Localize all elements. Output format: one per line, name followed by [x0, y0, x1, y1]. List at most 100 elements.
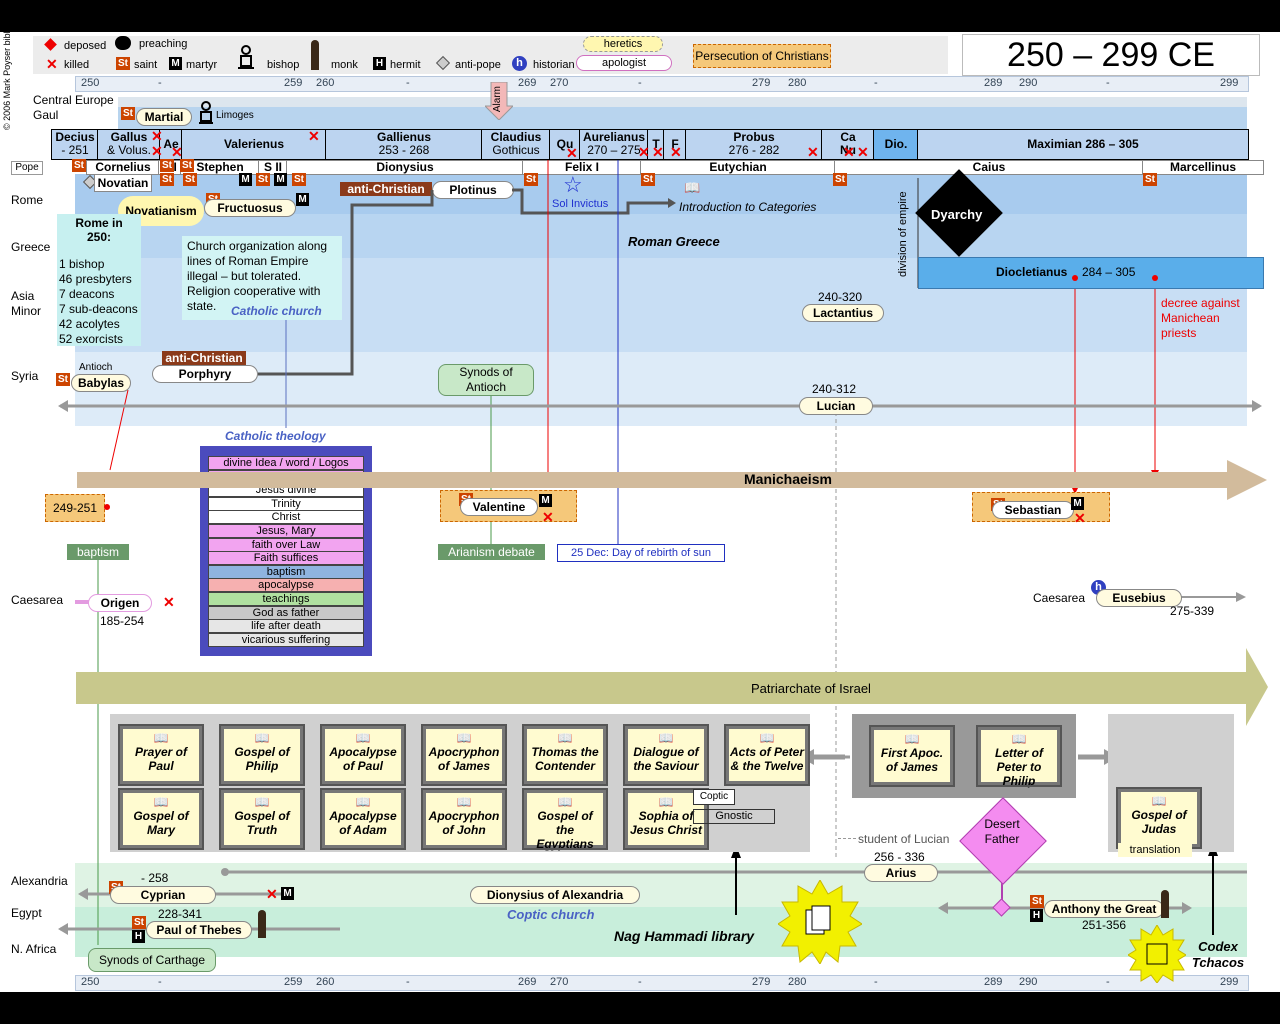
lucian[interactable]: Lucian	[799, 397, 873, 415]
martial-saint-icon: St	[121, 107, 135, 120]
book-row2-4[interactable]: 📖Apocryphon of John	[421, 788, 507, 850]
saint-icon: St	[160, 159, 174, 172]
student-of-lucian: student of Lucian	[858, 832, 950, 846]
dec25-label: 25 Dec: Day of rebirth of sun	[557, 544, 725, 562]
preaching-icon	[115, 36, 131, 50]
theology-item: faith over Law	[208, 537, 364, 552]
book-row1-5[interactable]: 📖Thomas the Contender	[522, 724, 608, 786]
band-alexandria	[75, 863, 1247, 907]
emperor-13[interactable]: Dio.	[873, 129, 919, 160]
pope-3[interactable]: Stephen	[180, 160, 260, 175]
diocletianus[interactable]: Diocletianus	[996, 265, 1068, 279]
book-row2-1[interactable]: 📖Gospel of Mary	[118, 788, 204, 850]
book-icon: 📖	[557, 731, 573, 745]
anthony-the-great[interactable]: Anthony the Great	[1044, 900, 1164, 918]
book-title: Prayer of Paul	[134, 745, 188, 773]
book-row1-7[interactable]: 📖Acts of Peter & the Twelve	[724, 724, 810, 786]
synods-antioch[interactable]: Synods of Antioch	[438, 364, 534, 396]
cyprian[interactable]: Cyprian	[110, 886, 216, 904]
ruler-tick: 250	[81, 77, 100, 89]
band-syria	[75, 352, 1247, 426]
lactantius[interactable]: Lactantius	[802, 304, 884, 322]
killed-icon: ✕	[46, 56, 58, 72]
book-row2-3[interactable]: 📖Apocalypse of Adam	[320, 788, 406, 850]
codex-seal-icon	[1127, 924, 1187, 984]
persecution-249-251[interactable]: 249-251	[45, 494, 105, 522]
babylas[interactable]: Babylas	[71, 374, 131, 392]
manichaeism-arrow	[77, 460, 1267, 500]
pope-6[interactable]: Felix I	[522, 160, 642, 175]
fructuosus[interactable]: Fructuosus	[204, 199, 296, 217]
legend-persecution: Persecution of Christians	[693, 44, 831, 68]
anti-christian-plotinus: anti-Christian	[340, 182, 432, 196]
emperor-14[interactable]: Maximian 286 – 305	[917, 129, 1249, 160]
emperor-1[interactable]: Decius- 251	[51, 129, 99, 160]
martial[interactable]: Martial	[136, 108, 192, 126]
pope-8[interactable]: Caius	[834, 160, 1144, 175]
killed-icon: ✕	[151, 128, 163, 144]
book-row1-6[interactable]: 📖Dialogue of the Saviour	[623, 724, 709, 786]
legend-historian: historian	[533, 59, 575, 71]
church-org-box	[182, 236, 342, 320]
emperor-7[interactable]: Qu	[549, 129, 581, 160]
pope-5[interactable]: Dionysius	[286, 160, 524, 175]
ruler-tick: -	[874, 976, 878, 988]
band-gaul2	[118, 107, 1247, 129]
region-greece: Greece	[11, 240, 51, 254]
novatian[interactable]: Novatian	[94, 174, 152, 192]
emperor-4[interactable]: Valerienus	[181, 129, 327, 160]
book-row1-3[interactable]: 📖Apocalypse of Paul	[320, 724, 406, 786]
martyr-icon: M	[539, 494, 552, 507]
decree: decree against Manichean priests	[1161, 296, 1240, 340]
valentine[interactable]: Valentine	[460, 498, 538, 516]
killed-icon: ✕	[652, 144, 664, 160]
paul-of-thebes[interactable]: Paul of Thebes	[146, 921, 252, 939]
emperor-sub: Gothicus	[492, 143, 540, 157]
book-row1-2[interactable]: 📖Gospel of Philip	[219, 724, 305, 786]
heretic-novatianism[interactable]: Novatianism	[118, 196, 204, 226]
church-org-text: Church organization along lines of Roman…	[187, 239, 328, 313]
book-row2-2[interactable]: 📖Gospel of Truth	[219, 788, 305, 850]
book-right-1[interactable]: 📖Gospel of Judas	[1116, 787, 1202, 849]
book-row2-5[interactable]: 📖Gospel of the Egyptians	[522, 788, 608, 851]
arius[interactable]: Arius	[864, 864, 938, 882]
killed-icon: ✕	[843, 144, 855, 160]
book-row1-4[interactable]: 📖Apocryphon of James	[421, 724, 507, 786]
coptic-church: Coptic church	[507, 907, 595, 922]
emperor-10[interactable]: F	[663, 129, 687, 160]
emperor-sub: & Volus.	[106, 143, 152, 157]
nag-hammadi-library: Nag Hammadi library	[614, 928, 755, 944]
origen[interactable]: Origen	[88, 594, 152, 612]
emperor-2[interactable]: Gallus& Volus.	[97, 129, 161, 160]
pope-4[interactable]: S II	[258, 160, 288, 175]
pope-9[interactable]: Marcellinus	[1142, 160, 1264, 175]
emperor-9[interactable]: T	[647, 129, 665, 160]
synods-carthage[interactable]: Synods of Carthage	[88, 948, 216, 972]
book-mid-1[interactable]: 📖First Apoc. of James	[869, 725, 955, 787]
anti-christian-porphyry: anti-Christian	[162, 351, 246, 365]
sebastian[interactable]: Sebastian	[992, 501, 1074, 519]
book-icon: 📖	[557, 795, 573, 809]
book-row1-1[interactable]: 📖Prayer of Paul	[118, 724, 204, 786]
saint-icon: St	[183, 173, 197, 186]
emperor-name: T	[652, 137, 660, 151]
emperor-sub: - 251	[61, 143, 89, 157]
monk-icon	[1161, 890, 1169, 918]
legend-bishop: bishop	[267, 59, 300, 71]
sol-invictus-star-icon: ☆	[563, 172, 583, 197]
eusebius[interactable]: Eusebius	[1096, 589, 1182, 607]
desert-father: Desert Father	[984, 817, 1020, 846]
book-title: Apocryphon of John	[428, 809, 500, 837]
emperor-name: Probus	[733, 130, 775, 144]
porphyry[interactable]: Porphyry	[152, 365, 258, 383]
dionysius-alexandria[interactable]: Dionysius of Alexandria	[470, 886, 640, 904]
book-mid-2[interactable]: 📖Letter of Peter to Philip	[976, 725, 1062, 788]
book-title: Gospel of Truth	[234, 809, 290, 837]
